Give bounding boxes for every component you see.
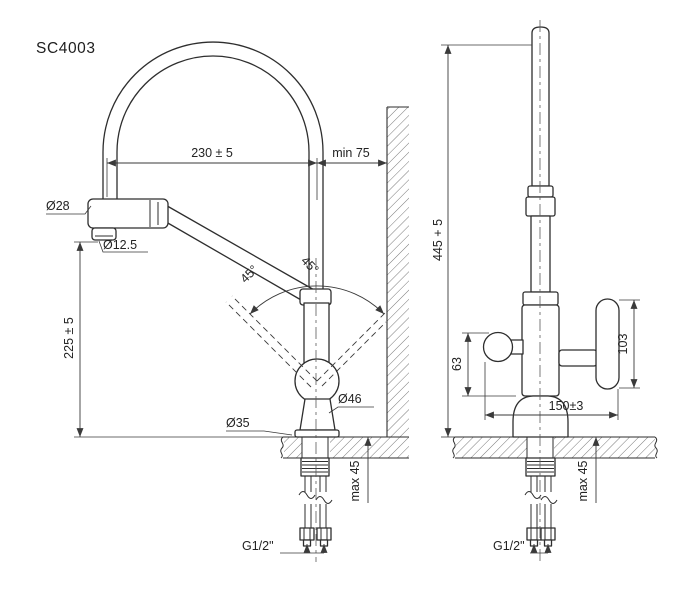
spout-arm [153,202,317,305]
hose-break-mark [315,496,333,504]
body-side [521,304,560,397]
knob-height-label: 63 [450,357,464,371]
spout-height-label: 225 ± 5 [62,317,76,359]
counter-break-edge [654,436,658,459]
front-dimensions: 230 ± 5 min 75 Ø28 Ø12.5 225 ± 5 Ø35 Ø46… [46,146,387,554]
body-lower [299,398,336,431]
depth-dimension-label: 150±3 [549,399,584,413]
reach-dimension-label: 230 ± 5 [191,146,233,160]
hose-fitting [540,527,556,541]
counter-break-edge [452,436,456,459]
swivel-arc [249,285,385,315]
spout-nozzle [91,227,117,241]
hose-break-mark [540,496,558,504]
hose-break-mark [524,491,542,499]
base-diameter-label: Ø35 [226,416,250,430]
riser-pipe [531,26,550,187]
threaded-shank-side [525,457,556,477]
hose-break-mark [298,491,316,499]
hose-fitting [316,527,332,541]
countertop-side [452,436,658,459]
lever-arm [558,349,598,367]
lever-handle [595,298,620,390]
faucet-side-outline [482,26,620,547]
side-view: 445 + 5 63 103 150±3 max 45 G1/2" [431,20,658,565]
counter-thickness-label-side: max 45 [576,460,590,501]
wall-hatching [386,106,409,458]
model-number-label: SC4003 [36,40,96,57]
front-view: 45° 45° 230 ± 5 min 75 Ø28 Ø12.5 225 ± 5… [46,41,409,562]
body-diameter-label: Ø46 [338,392,362,406]
supply-hoses-side [524,476,560,547]
thread-label-front: G1/2" [242,539,274,553]
lever-height-label: 103 [616,334,630,355]
spout-diameter-label: Ø28 [46,199,70,213]
wall-clearance-label: min 75 [332,146,370,160]
mid-pipe [530,215,551,293]
filter-knob [482,331,514,363]
counter-thickness-label-front: max 45 [348,460,362,501]
body-column [303,302,330,364]
thread-label-side: G1/2" [493,539,525,553]
counter-break-edge [280,436,284,459]
faucet-front-outline [87,41,340,547]
side-dimensions: 445 + 5 63 103 150±3 max 45 G1/2" [431,44,640,554]
spout-head [87,198,169,229]
threaded-shank [300,457,330,477]
total-height-label: 445 + 5 [431,219,445,261]
hose-fitting [526,527,542,541]
outlet-diameter-label: Ø12.5 [103,238,137,252]
gooseneck-spout [102,41,324,299]
body-collar-side [522,291,559,306]
hose-fitting [299,527,315,541]
base-plate [294,429,340,438]
